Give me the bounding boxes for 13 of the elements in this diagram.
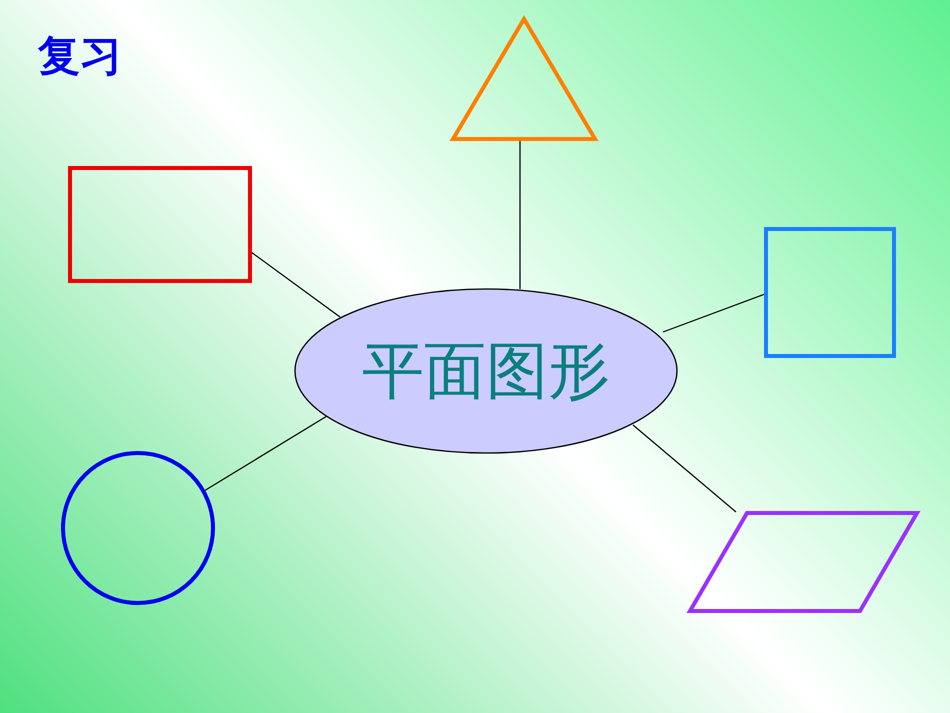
connector-line xyxy=(519,140,521,289)
triangle-shape xyxy=(450,16,598,142)
connector-line xyxy=(204,415,328,492)
connector-line xyxy=(250,252,340,318)
parallelogram-shape xyxy=(688,511,919,613)
rectangle-shape xyxy=(68,166,252,283)
circle-shape xyxy=(61,451,215,605)
title: 复习 xyxy=(38,30,122,82)
square-shape xyxy=(764,227,896,358)
connector-line xyxy=(632,424,736,512)
node-label: 平面图形 xyxy=(361,333,611,409)
ellipse-node xyxy=(294,288,678,454)
connector-line xyxy=(662,293,766,333)
